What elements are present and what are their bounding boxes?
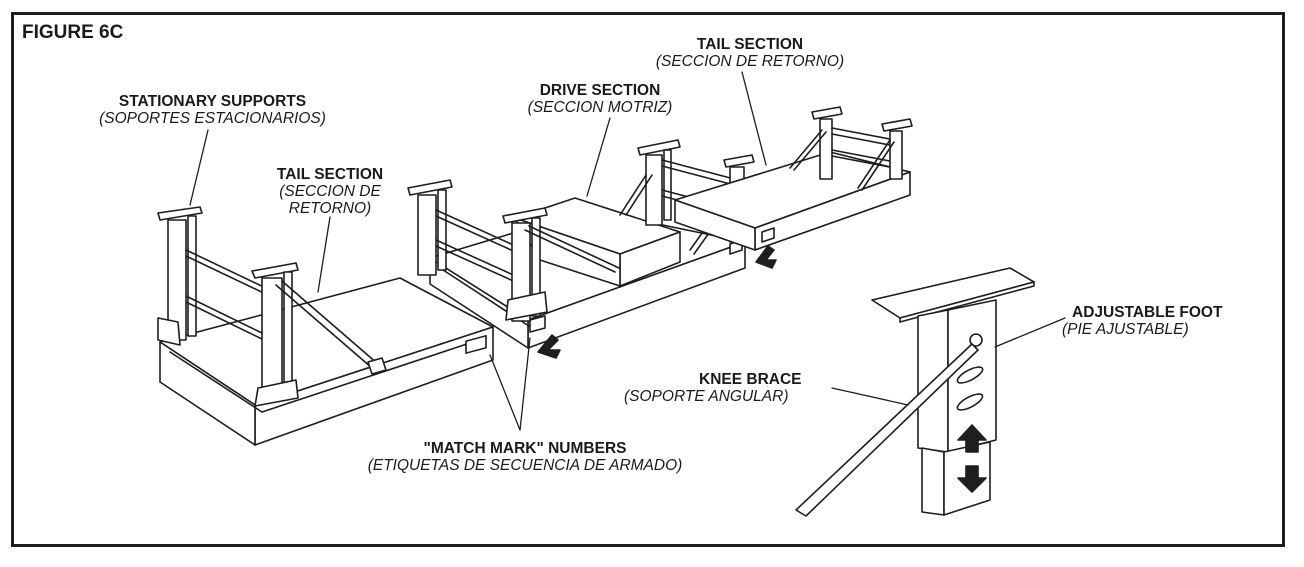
label-stationary-supports-es: (SOPORTES ESTACIONARIOS) [99, 110, 326, 127]
label-adjustable-foot-es: (PIE AJUSTABLE) [1062, 321, 1189, 338]
label-adjustable-foot-en: ADJUSTABLE FOOT [1072, 304, 1223, 321]
figure-title: FIGURE 6C [22, 22, 124, 43]
left-stationary-support [157, 206, 387, 407]
adjustable-foot-detail [795, 267, 1035, 517]
alignment-arrows [537, 245, 777, 359]
label-knee-brace-es: (SOPORTE ANGULAR) [624, 388, 789, 405]
label-drive-section-es: (SECCION MOTRIZ) [527, 99, 673, 116]
label-tail-section-left: TAIL SECTION (SECCION DE RETORNO) [250, 166, 410, 217]
label-adjustable-foot: ADJUSTABLE FOOT (PIE AJUSTABLE) [1062, 304, 1272, 338]
label-tail-section-right-en: TAIL SECTION [696, 36, 804, 53]
label-drive-section: DRIVE SECTION (SECCION MOTRIZ) [505, 82, 695, 116]
leader-lines [189, 71, 1066, 431]
label-tail-section-left-es2: RETORNO) [288, 200, 372, 217]
label-knee-brace: KNEE BRACE (SOPORTE ANGULAR) [624, 371, 844, 405]
label-tail-section-left-es1: (SECCION DE [279, 183, 381, 200]
right-tail-section [674, 106, 913, 251]
label-tail-section-right: TAIL SECTION (SECCION DE RETORNO) [640, 36, 860, 70]
label-match-mark-en: "MATCH MARK" NUMBERS [423, 440, 627, 457]
label-tail-section-left-en: TAIL SECTION [276, 166, 384, 183]
label-knee-brace-en: KNEE BRACE [699, 371, 802, 388]
label-drive-section-en: DRIVE SECTION [539, 82, 661, 99]
drive-section [429, 197, 746, 349]
label-tail-section-right-es: (SECCION DE RETORNO) [655, 53, 845, 70]
label-stationary-supports: STATIONARY SUPPORTS (SOPORTES ESTACIONAR… [75, 93, 350, 127]
label-match-mark: "MATCH MARK" NUMBERS (ETIQUETAS DE SECUE… [335, 440, 715, 474]
label-match-mark-es: (ETIQUETAS DE SECUENCIA DE ARMADO) [367, 457, 683, 474]
left-tail-section [159, 277, 494, 446]
label-stationary-supports-en: STATIONARY SUPPORTS [118, 93, 307, 110]
